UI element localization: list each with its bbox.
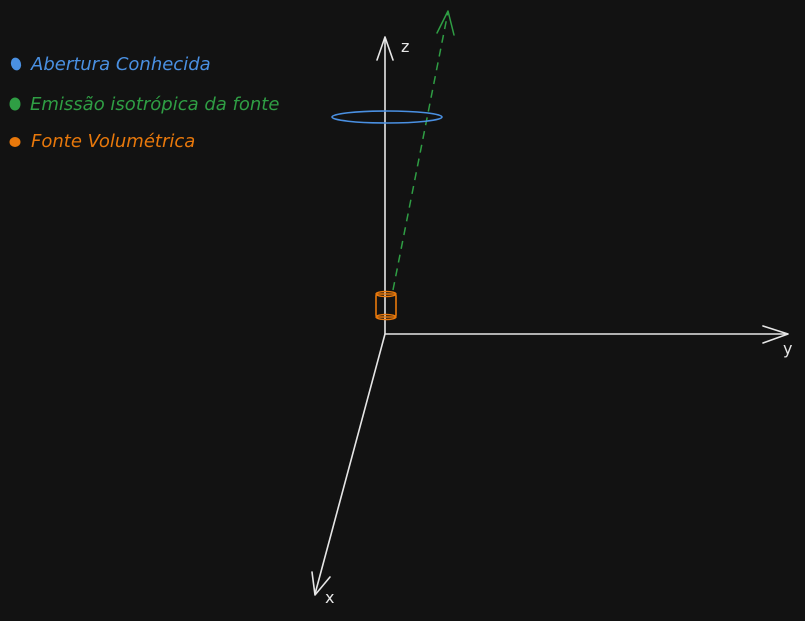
legend: Abertura Conhecida Emissão isotrópica da… bbox=[9, 54, 279, 152]
z-axis-label: z bbox=[401, 37, 409, 56]
blue-dot-icon bbox=[10, 57, 22, 71]
x-axis-arrowhead bbox=[311, 571, 331, 596]
x-axis-line bbox=[314, 333, 386, 595]
y-axis-arrowhead bbox=[762, 325, 789, 344]
legend-label-emission: Emissão isotrópica da fonte bbox=[30, 94, 279, 115]
x-axis-label: x bbox=[325, 588, 334, 607]
z-axis-arrowhead bbox=[376, 36, 394, 61]
volumetric-source-top bbox=[375, 290, 397, 298]
orange-dot-icon bbox=[9, 137, 21, 147]
legend-item-aperture: Abertura Conhecida bbox=[10, 54, 211, 75]
x-axis: x bbox=[311, 333, 386, 607]
volumetric-source bbox=[375, 290, 397, 321]
legend-item-emission: Emissão isotrópica da fonte bbox=[9, 94, 279, 115]
z-axis: z bbox=[376, 36, 409, 334]
known-aperture bbox=[331, 110, 443, 124]
y-axis: y bbox=[385, 325, 792, 358]
legend-label-aperture: Abertura Conhecida bbox=[30, 54, 211, 75]
emission-ray-line bbox=[392, 11, 449, 291]
legend-label-source: Fonte Volumétrica bbox=[31, 131, 195, 152]
emission-ray bbox=[392, 10, 455, 291]
volumetric-source-bottom bbox=[375, 313, 397, 321]
green-dot-icon bbox=[9, 97, 21, 111]
volumetric-source-body bbox=[375, 293, 397, 318]
y-axis-label: y bbox=[783, 339, 792, 358]
legend-item-source: Fonte Volumétrica bbox=[9, 131, 195, 152]
emission-ray-arrowhead bbox=[436, 10, 455, 36]
